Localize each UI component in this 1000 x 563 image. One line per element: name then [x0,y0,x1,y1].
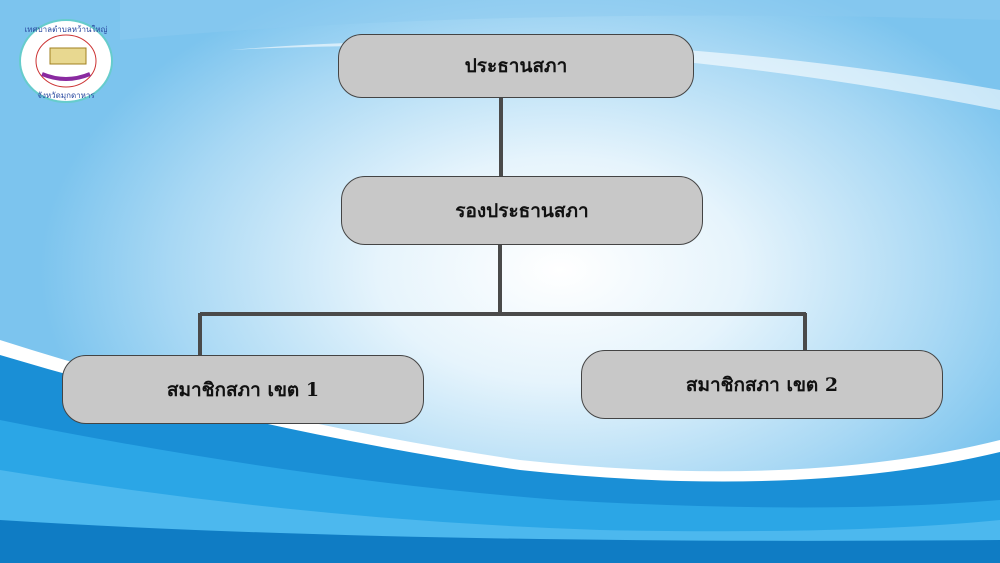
member-district-1-box: สมาชิกสภา เขต 1 [62,355,424,424]
chairman-label: ประธานสภา [464,55,568,77]
vice-chairman-box: รองประธานสภา [341,176,703,245]
member-district-2-box: สมาชิกสภา เขต 2 [581,350,943,419]
svg-text:จังหวัดมุกดาหาร: จังหวัดมุกดาหาร [37,91,95,100]
member-district-1-label: สมาชิกสภา เขต 1 [166,378,320,401]
municipality-logo: เทศบาลตำบลหว้านใหญ่ จังหวัดมุกดาหาร [19,19,113,103]
connector-lines [198,96,807,356]
vice-chairman-label: รองประธานสภา [455,199,589,222]
chairman-box: ประธานสภา [338,34,694,98]
member-district-2-label: สมาชิกสภา เขต 2 [685,373,839,396]
svg-text:เทศบาลตำบลหว้านใหญ่: เทศบาลตำบลหว้านใหญ่ [25,25,108,34]
